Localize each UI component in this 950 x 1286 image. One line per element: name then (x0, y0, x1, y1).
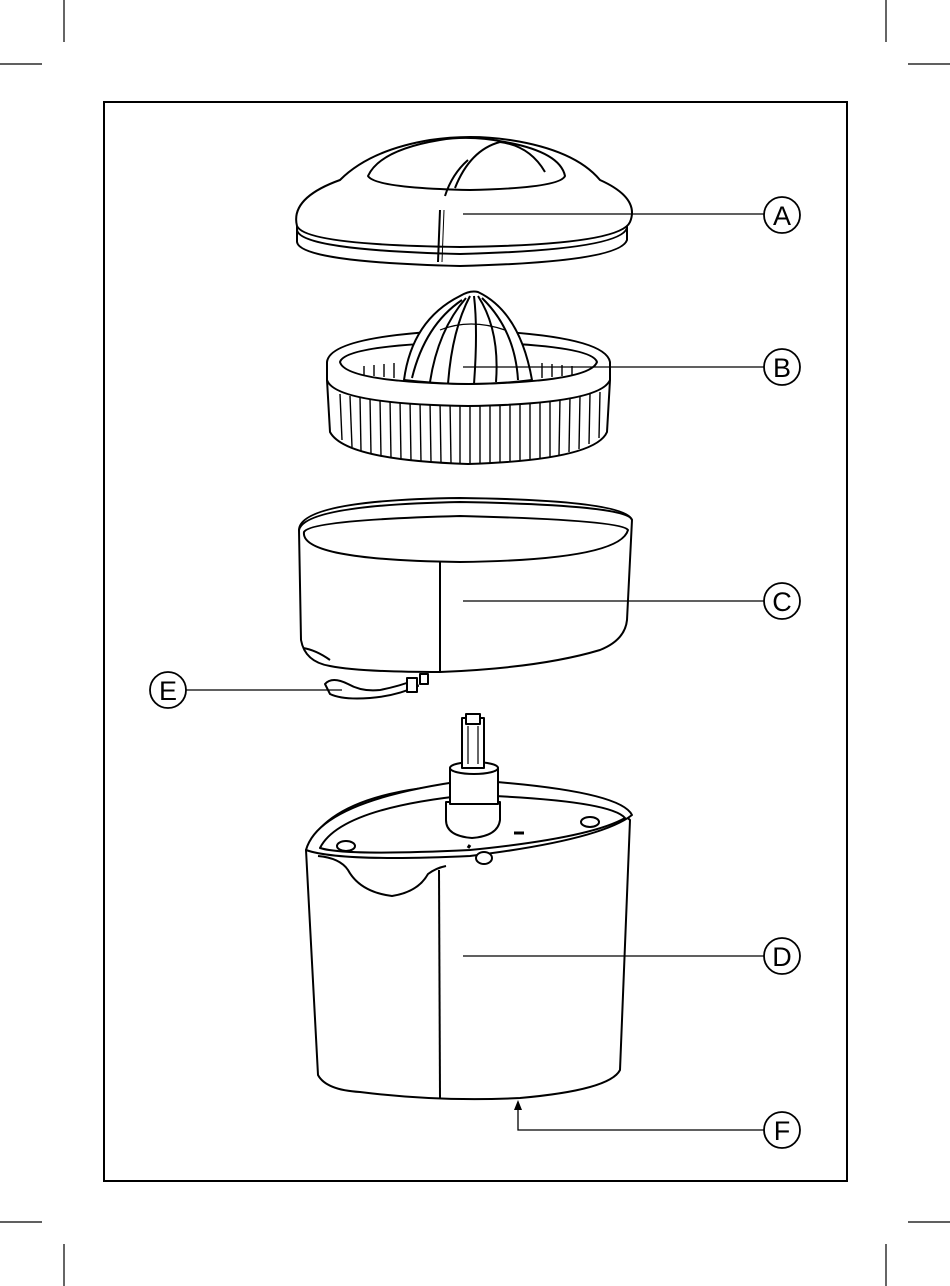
cone-strainer-part (327, 292, 610, 465)
callout-label-d: D (772, 942, 792, 972)
callout-e: E (150, 672, 342, 708)
callout-label-a: A (773, 201, 791, 231)
callout-label-c: C (772, 587, 792, 617)
lid-part (296, 137, 632, 266)
callout-label-b: B (773, 353, 791, 383)
callout-f: F (514, 1100, 800, 1148)
callout-label-e: E (159, 676, 177, 706)
drip-stop-part (325, 674, 428, 699)
callout-label-f: F (774, 1116, 791, 1146)
juice-container-part (299, 498, 632, 672)
motor-base-part (306, 714, 632, 1099)
